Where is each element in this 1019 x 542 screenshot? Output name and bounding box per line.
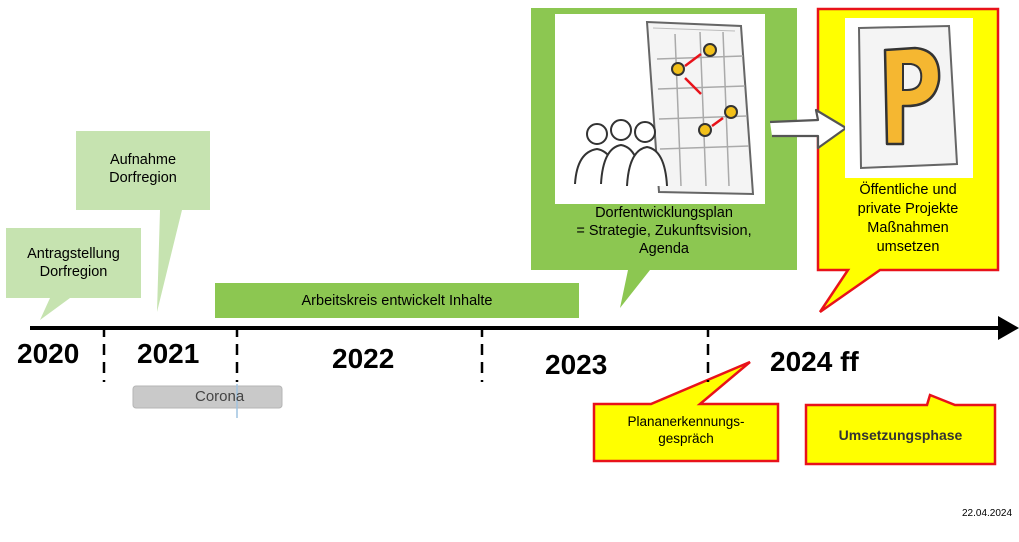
parking-sign-document-illustration <box>845 18 973 178</box>
antrag-line1: Antragstellung <box>27 246 120 262</box>
corona-bar <box>132 385 283 409</box>
date-label: 22.04.2024 <box>962 508 1013 519</box>
aufnahme-callout-bubble <box>76 131 210 312</box>
year-2024ff: 2024 ff <box>770 346 859 377</box>
year-2023: 2023 <box>545 349 608 380</box>
plan-callout-text: Plananerkennungs- gespräch <box>594 413 778 447</box>
arbeitskreis-bar: Arbeitskreis entwickelt Inhalte <box>215 283 579 318</box>
planning-meeting-illustration <box>555 14 765 204</box>
arbeitskreis-label: Arbeitskreis entwickelt Inhalte <box>301 292 493 309</box>
year-2022: 2022 <box>332 343 395 374</box>
antrag-line2: Dorfregion <box>39 264 108 280</box>
year-2020: 2020 <box>17 338 80 369</box>
dep-line3: Agenda <box>639 241 689 257</box>
timeline-arrowhead <box>998 316 1019 340</box>
antrag-callout-bubble <box>6 228 141 320</box>
aufnahme-line2: Dorfregion <box>109 170 177 186</box>
projekte-line4: umsetzen <box>876 239 940 255</box>
arrow-right-icon <box>768 106 848 152</box>
antrag-callout-text: Antragstellung Dorfregion <box>6 245 141 281</box>
dep-line2: = Strategie, Zukunftsvision, <box>576 223 752 239</box>
plan-line2: gespräch <box>658 431 714 446</box>
projekte-line1: Öffentliche und <box>859 182 957 198</box>
aufnahme-line1: Aufnahme <box>109 152 177 168</box>
aufnahme-callout-text: Aufnahme Dorfregion <box>76 151 210 187</box>
dep-line1: Dorfentwicklungsplan <box>595 205 733 221</box>
corona-label: Corona <box>195 388 245 405</box>
projekte-callout-text: Öffentliche und private Projekte Maßnahm… <box>818 181 998 257</box>
umsetzung-callout-text: Umsetzungsphase <box>838 427 963 443</box>
plan-callout-bubble <box>592 360 780 463</box>
year-2021: 2021 <box>137 338 200 369</box>
projekte-line2: private Projekte <box>857 201 959 217</box>
dep-callout-text: Dorfentwicklungsplan = Strategie, Zukunf… <box>531 204 797 258</box>
projekte-line3: Maßnahmen <box>867 220 949 236</box>
umsetzung-callout-bubble <box>804 393 997 466</box>
plan-line1: Plananerkennungs- <box>627 414 745 429</box>
